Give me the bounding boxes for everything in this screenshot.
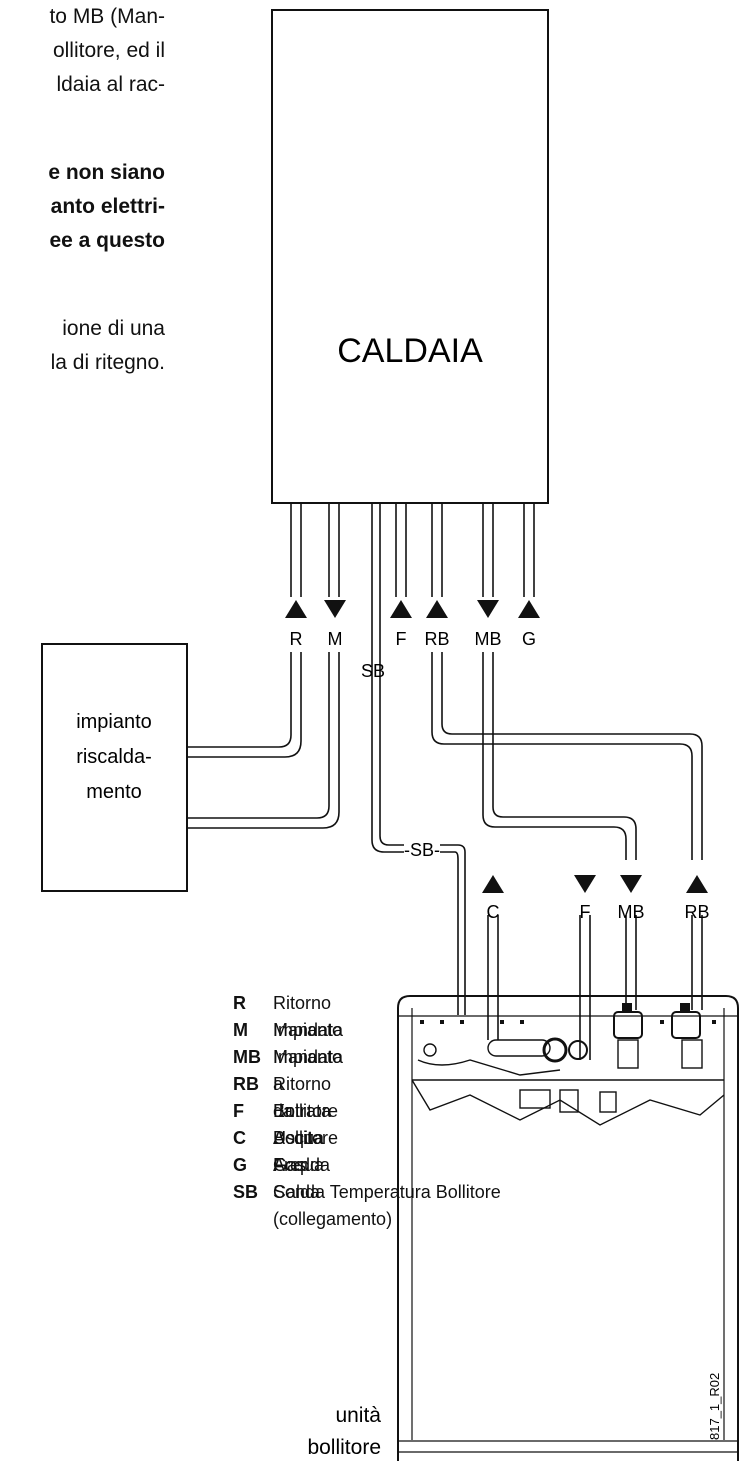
arrow-f-up — [390, 600, 412, 618]
arrow-rb-up — [426, 600, 448, 618]
pipe-mb — [482, 652, 637, 860]
boiler-arrows — [285, 600, 540, 618]
legend-code: C — [233, 1128, 246, 1148]
unit-label-2: bollitore — [307, 1436, 381, 1459]
heating-box — [41, 643, 188, 892]
legend-desc: Sonda Temperatura Bollitore (collegament… — [273, 1182, 501, 1229]
tank-arrows — [482, 875, 708, 893]
legend-desc: Entrata Acqua Fredda — [273, 1101, 332, 1175]
warning-line-3: ee a questo — [49, 229, 165, 252]
conn-label-f: F — [396, 629, 407, 649]
conn-label-mb: MB — [475, 629, 502, 649]
legend-code: G — [233, 1155, 248, 1175]
arrow-mb-down-tank — [620, 875, 642, 893]
heating-label-2: riscalda- — [76, 746, 152, 768]
legend-desc: Gas — [273, 1155, 307, 1175]
conn-label-rb: RB — [424, 629, 449, 649]
paragraph-line-3: ldaia al rac- — [56, 73, 165, 96]
paragraph-line-2: ollitore, ed il — [52, 39, 165, 62]
tank-pipes — [487, 915, 703, 1060]
legend-code: RB — [233, 1074, 259, 1094]
boiler-pipes — [290, 503, 535, 597]
legend-code: SB — [233, 1182, 259, 1202]
unit-label-1: unità — [335, 1404, 381, 1427]
paragraph-line-1: to MB (Man- — [49, 5, 165, 28]
boiler-box — [271, 9, 549, 504]
pipe-rb — [431, 652, 703, 860]
tank-unit — [397, 995, 739, 1461]
warning-line-1: e non siano — [48, 161, 165, 184]
legend-desc: Mandata Impianto — [273, 1020, 344, 1067]
arrow-mb-down — [477, 600, 499, 618]
boiler-label: CALDAIA — [337, 332, 483, 370]
tank-label-f: F — [580, 902, 591, 922]
conn-label-m: M — [328, 629, 343, 649]
heating-label-3: mento — [86, 781, 142, 803]
sb-wire — [371, 503, 466, 1015]
legend-desc: Mandata a Bollitore — [273, 1047, 344, 1121]
tank-label-rb: RB — [684, 902, 709, 922]
legend-desc: Ritorno Impianto — [273, 993, 343, 1040]
arrow-r-up — [285, 600, 307, 618]
conn-label-g: G — [522, 629, 536, 649]
tank-label-c: C — [487, 902, 500, 922]
arrow-g-up — [518, 600, 540, 618]
paragraph-line-4: ione di una — [62, 317, 165, 340]
legend-code: MB — [233, 1047, 261, 1067]
legend-code: F — [233, 1101, 244, 1121]
sb-label: SB — [361, 661, 385, 681]
drawing-code: 817_1_R02 — [707, 1373, 722, 1440]
legend-code: R — [233, 993, 246, 1013]
legend-desc: Uscita Acqua Calda — [273, 1128, 325, 1202]
paragraph-line-5: la di ritegno. — [50, 351, 165, 374]
tank-label-mb: MB — [618, 902, 645, 922]
arrow-c-up — [482, 875, 504, 893]
legend-desc: Ritorno da Bollitore — [273, 1074, 339, 1148]
pipe-m — [187, 652, 340, 829]
legend-code: M — [233, 1020, 248, 1040]
pipe-r — [187, 652, 302, 758]
warning-line-2: anto elettri- — [50, 195, 165, 218]
conn-label-r: R — [290, 629, 303, 649]
arrow-rb-up-tank — [686, 875, 708, 893]
arrow-f-down — [574, 875, 596, 893]
tank-details — [420, 1003, 716, 1024]
arrow-m-down — [324, 600, 346, 618]
heating-label-1: impianto — [76, 711, 152, 733]
sb-pipe-label: -SB- — [404, 840, 440, 860]
